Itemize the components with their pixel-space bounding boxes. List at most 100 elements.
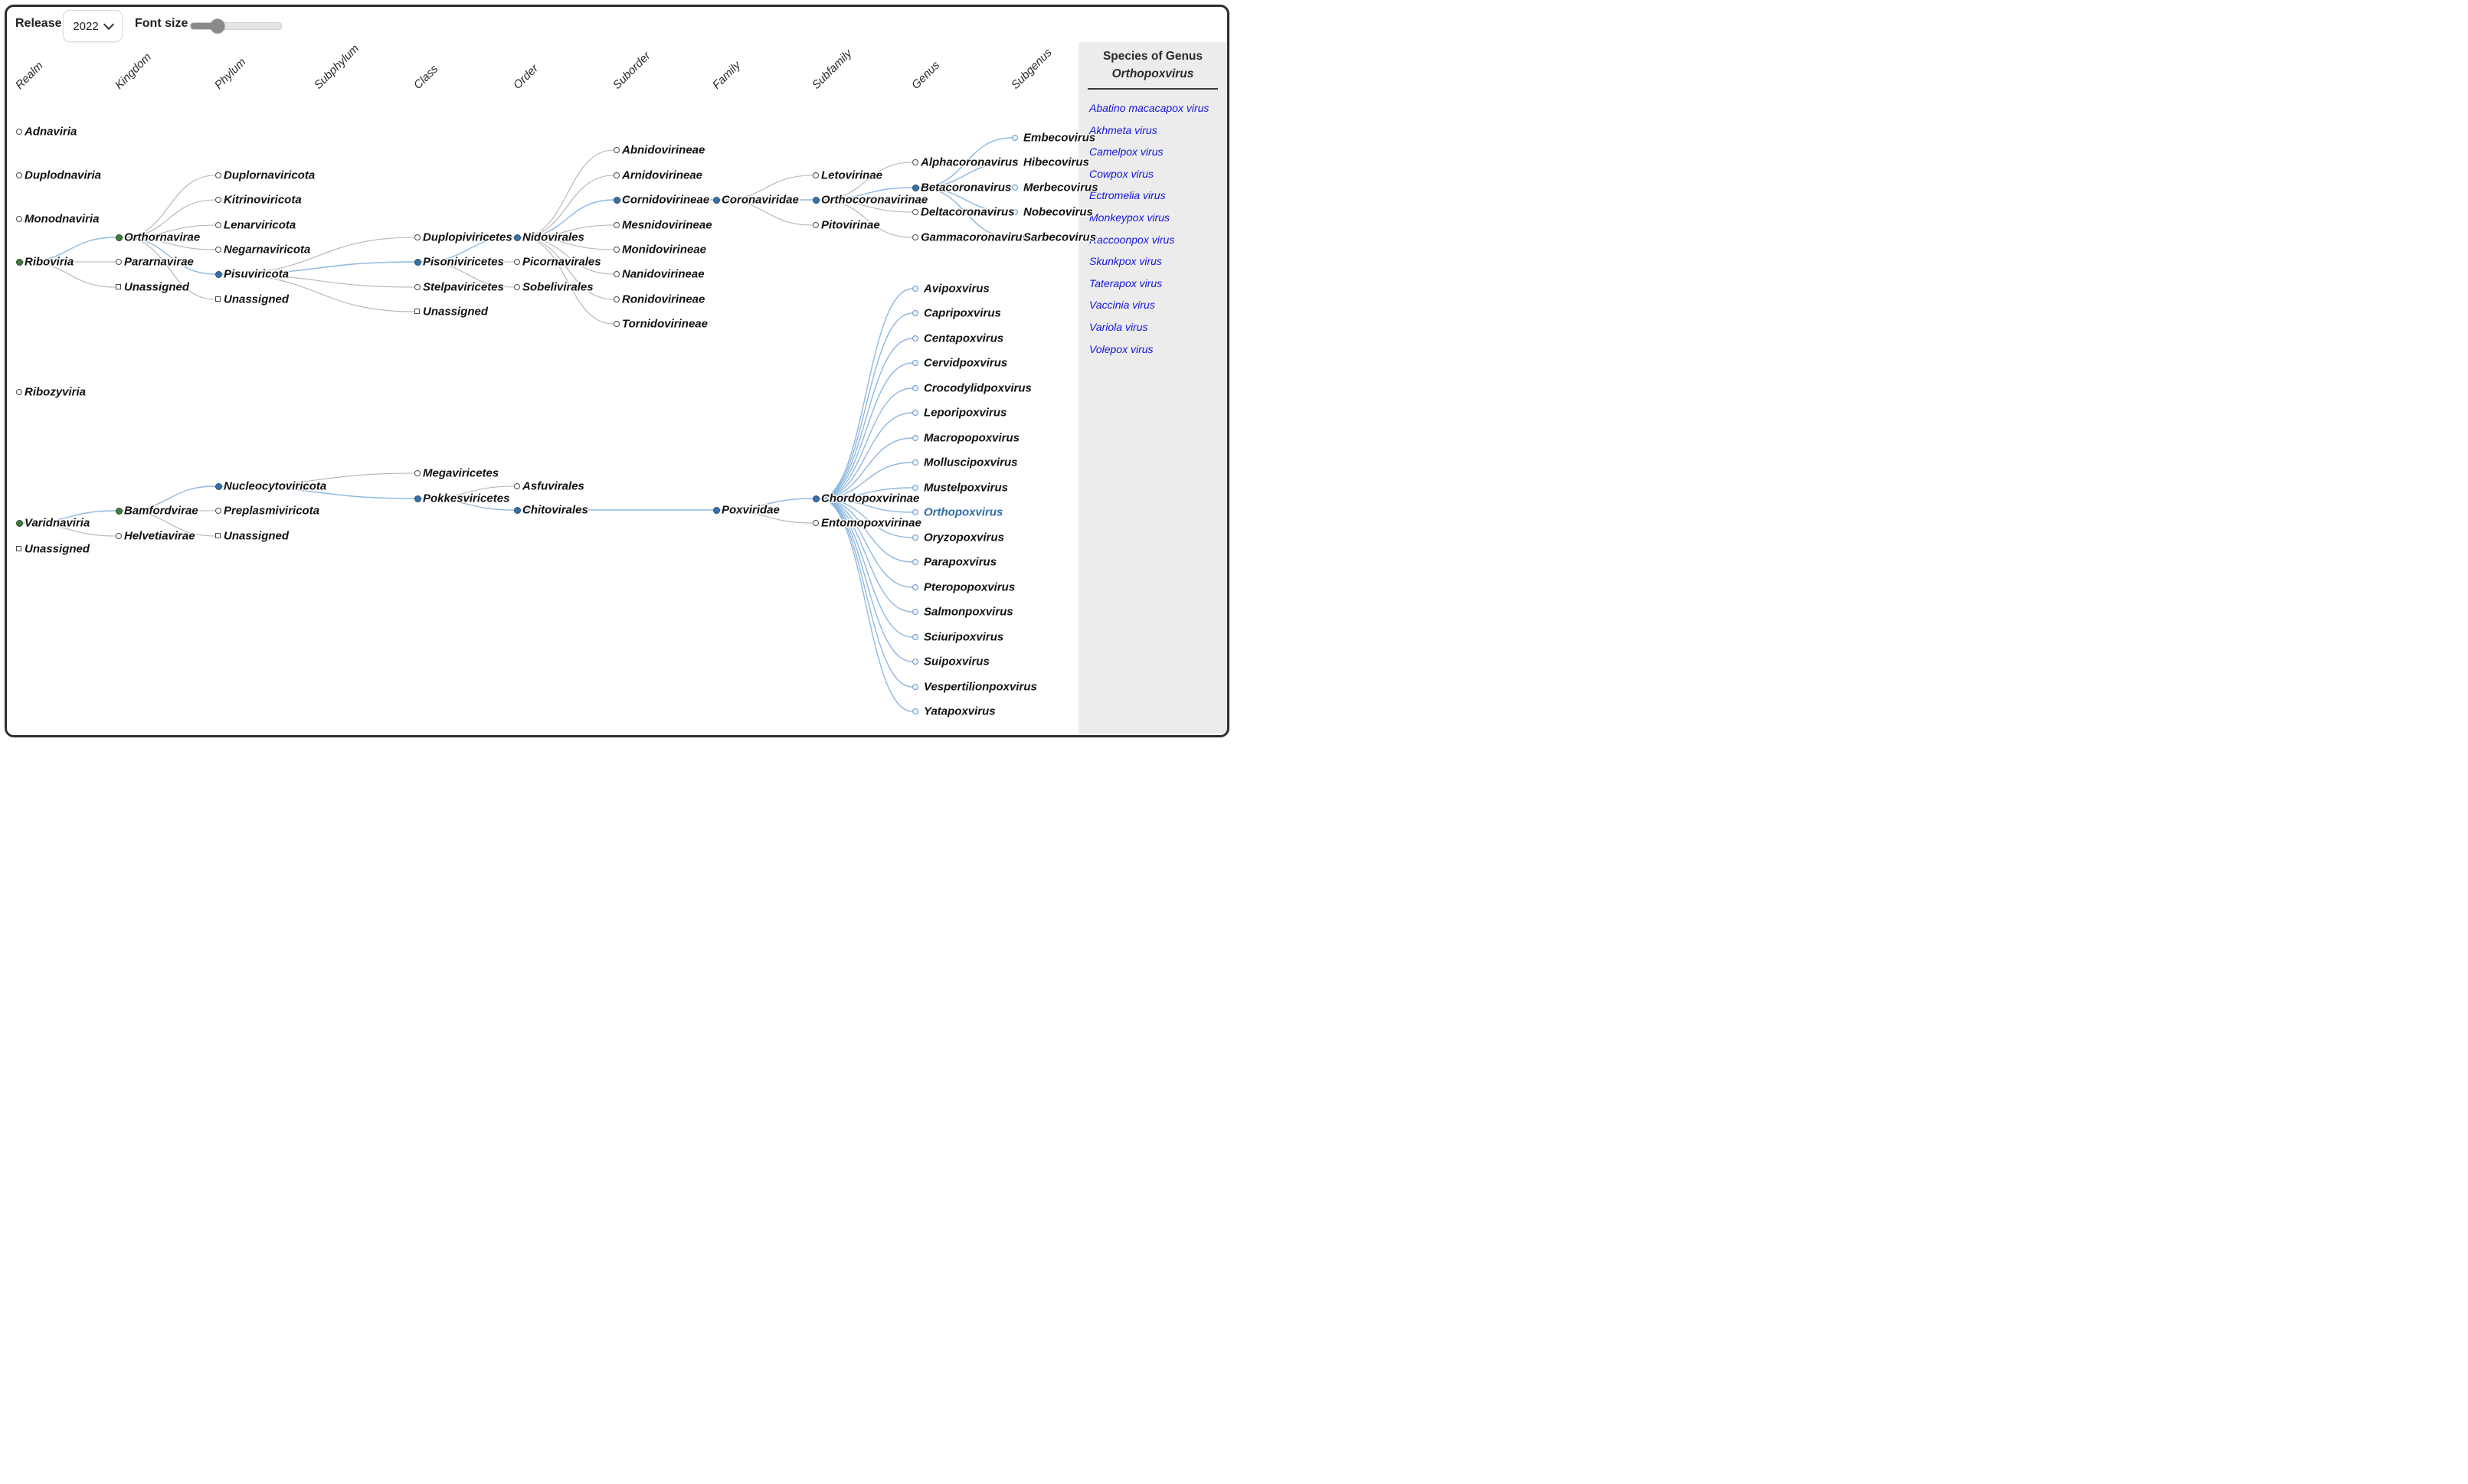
species-link[interactable]: Skunkpox virus [1089,255,1162,268]
tree-node-dot-letovirinae[interactable] [813,172,819,178]
tree-node-dot-coronaviridae[interactable] [712,196,720,204]
tree-node-label-yatapoxvirus[interactable]: Yatapoxvirus [924,704,996,718]
tree-node-dot-preplasmiviricota[interactable] [215,508,221,514]
tree-node-dot-yatapoxvirus[interactable] [912,708,918,714]
fontsize-slider[interactable] [190,18,282,34]
tree-node-label-molluscipoxvirus[interactable]: Molluscipoxvirus [924,456,1018,469]
species-link[interactable]: Cowpox virus [1089,167,1154,180]
tree-node-dot-embecovirus[interactable] [1012,135,1018,141]
tree-node-label-avipoxvirus[interactable]: Avipoxvirus [924,282,990,296]
tree-node-dot-kitrinoviricota[interactable] [215,197,221,203]
tree-node-dot-mustelpoxvirus[interactable] [912,485,918,491]
tree-node-dot-pitovirinae[interactable] [813,222,819,228]
tree-node-dot-leporipoxvirus[interactable] [912,410,918,416]
tree-node-dot-negarnaviricota[interactable] [215,247,221,253]
species-link[interactable]: Akhmeta virus [1089,123,1157,136]
species-link[interactable]: Monkeypox virus [1089,211,1170,224]
tree-node-dot-capripoxvirus[interactable] [912,310,918,316]
tree-node-dot-orthopoxvirus[interactable] [912,509,918,515]
tree-node-label-pararnavirae[interactable]: Pararnavirae [124,255,194,269]
tree-node-label-oryzopoxvirus[interactable]: Oryzopoxvirus [924,531,1005,544]
tree-node-label-gammacoronavirus[interactable]: Gammacoronavirus [921,230,1029,244]
tree-node-label-leporipoxvirus[interactable]: Leporipoxvirus [924,406,1007,420]
tree-node-label-monodnaviria[interactable]: Monodnaviria [25,212,100,226]
species-link[interactable]: Vaccinia virus [1089,299,1155,312]
tree-node-dot-stelpaviricetes[interactable] [414,284,421,290]
tree-node-label-pisoniviricetes[interactable]: Pisoniviricetes [423,255,504,269]
tree-node-label-lenarviricota[interactable]: Lenarviricota [224,218,296,232]
tree-node-dot-un_class[interactable] [414,309,420,314]
tree-node-label-un_phylum1[interactable]: Unassigned [224,293,290,306]
tree-node-label-cervidpoxvirus[interactable]: Cervidpoxvirus [924,356,1008,370]
tree-node-dot-lenarviricota[interactable] [215,222,221,228]
tree-node-dot-megaviricetes[interactable] [414,470,421,476]
tree-node-label-negarnaviricota[interactable]: Negarnaviricota [224,243,311,257]
tree-node-dot-merbecovirus[interactable] [1012,185,1018,191]
species-link[interactable]: Abatino macacapox virus [1089,102,1209,114]
tree-node-label-arnidovirineae[interactable]: Arnidovirineae [622,168,703,182]
tree-node-dot-molluscipoxvirus[interactable] [912,459,918,466]
tree-node-label-chordopoxvirinae[interactable]: Chordopoxvirinae [821,492,920,505]
tree-node-dot-nanidovirineae[interactable] [614,271,620,277]
tree-node-dot-ribozyviria[interactable] [16,389,22,395]
tree-node-dot-pisoniviricetes[interactable] [414,258,421,266]
tree-node-label-poxviridae[interactable]: Poxviridae [722,503,780,517]
tree-node-dot-deltacoronavirus[interactable] [912,209,918,215]
species-link[interactable]: Raccoonpox virus [1089,233,1175,246]
tree-node-dot-monidovirineae[interactable] [614,247,620,253]
tree-node-dot-mesnidovirineae[interactable] [614,222,620,228]
tree-node-dot-entomopoxvirinae[interactable] [813,520,819,526]
tree-node-label-kitrinoviricota[interactable]: Kitrinoviricota [224,193,302,207]
tree-node-dot-cornidovirineae[interactable] [613,196,620,204]
tree-node-dot-adnaviria[interactable] [16,129,22,135]
tree-node-dot-suipoxvirus[interactable] [912,659,918,665]
tree-node-label-pokkesviricetes[interactable]: Pokkesviricetes [423,492,510,505]
tree-node-dot-gammacoronavirus[interactable] [912,234,918,240]
tree-node-dot-duplodnaviria[interactable] [16,172,22,178]
tree-node-dot-betacoronavirus[interactable] [912,184,919,191]
tree-node-label-sciuripoxvirus[interactable]: Sciuripoxvirus [924,630,1004,644]
tree-node-label-un_realm[interactable]: Unassigned [25,542,90,556]
tree-node-label-capripoxvirus[interactable]: Capripoxvirus [924,306,1001,320]
tree-node-label-preplasmiviricota[interactable]: Preplasmiviricota [224,504,320,518]
tree-node-label-mustelpoxvirus[interactable]: Mustelpoxvirus [924,481,1009,495]
tree-node-dot-salmonpoxvirus[interactable] [912,609,918,615]
tree-node-label-pisuviricota[interactable]: Pisuviricota [224,267,290,281]
release-dropdown[interactable]: 2022 [63,10,123,42]
tree-node-dot-cervidpoxvirus[interactable] [912,360,918,366]
tree-node-dot-helvetiavirae[interactable] [116,533,122,539]
tree-node-label-nucleocytoviricota[interactable]: Nucleocytoviricota [224,479,327,493]
tree-node-label-helvetiavirae[interactable]: Helvetiavirae [124,529,195,543]
tree-node-label-mesnidovirineae[interactable]: Mesnidovirineae [622,218,712,232]
tree-node-dot-un_realm[interactable] [16,546,21,551]
tree-node-dot-centapoxvirus[interactable] [912,335,918,342]
tree-node-dot-ronidovirineae[interactable] [614,296,620,302]
tree-node-label-un_phylum2[interactable]: Unassigned [224,529,290,543]
tree-node-dot-picornavirales[interactable] [514,259,520,265]
tree-node-dot-parapoxvirus[interactable] [912,559,918,565]
tree-node-label-duplornaviricota[interactable]: Duplornaviricota [224,168,316,182]
tree-node-dot-avipoxvirus[interactable] [912,286,918,292]
tree-node-dot-duplopiviricetes[interactable] [414,234,421,240]
tree-node-label-chitovirales[interactable]: Chitovirales [522,503,588,517]
tree-node-dot-vespertilionpoxvirus[interactable] [912,684,918,690]
tree-node-label-centapoxvirus[interactable]: Centapoxvirus [924,332,1004,345]
tree-node-dot-nidovirales[interactable] [513,234,521,241]
tree-node-label-orthocoronavirinae[interactable]: Orthocoronavirinae [821,193,928,207]
tree-node-label-suipoxvirus[interactable]: Suipoxvirus [924,655,990,668]
tree-node-dot-riboviria[interactable] [15,258,23,266]
tree-node-dot-duplornaviricota[interactable] [215,172,221,178]
tree-node-dot-arnidovirineae[interactable] [614,172,620,178]
tree-node-label-varidnaviria[interactable]: Varidnaviria [25,516,90,530]
tree-node-label-pitovirinae[interactable]: Pitovirinae [821,218,880,232]
tree-node-dot-varidnaviria[interactable] [15,519,23,527]
tree-node-dot-un_kingdom[interactable] [116,284,121,289]
tree-node-dot-sarbecovirus[interactable] [1012,234,1018,240]
tree-node-dot-chordopoxvirinae[interactable] [812,495,820,502]
tree-node-label-riboviria[interactable]: Riboviria [25,255,74,269]
species-link[interactable]: Taterapox virus [1089,276,1163,289]
tree-node-label-alphacoronavirus[interactable]: Alphacoronavirus [921,155,1019,169]
tree-node-label-bamfordvirae[interactable]: Bamfordvirae [124,504,198,518]
tree-node-label-orthopoxvirus[interactable]: Orthopoxvirus [924,505,1003,519]
tree-node-dot-sobelivirales[interactable] [514,284,520,290]
